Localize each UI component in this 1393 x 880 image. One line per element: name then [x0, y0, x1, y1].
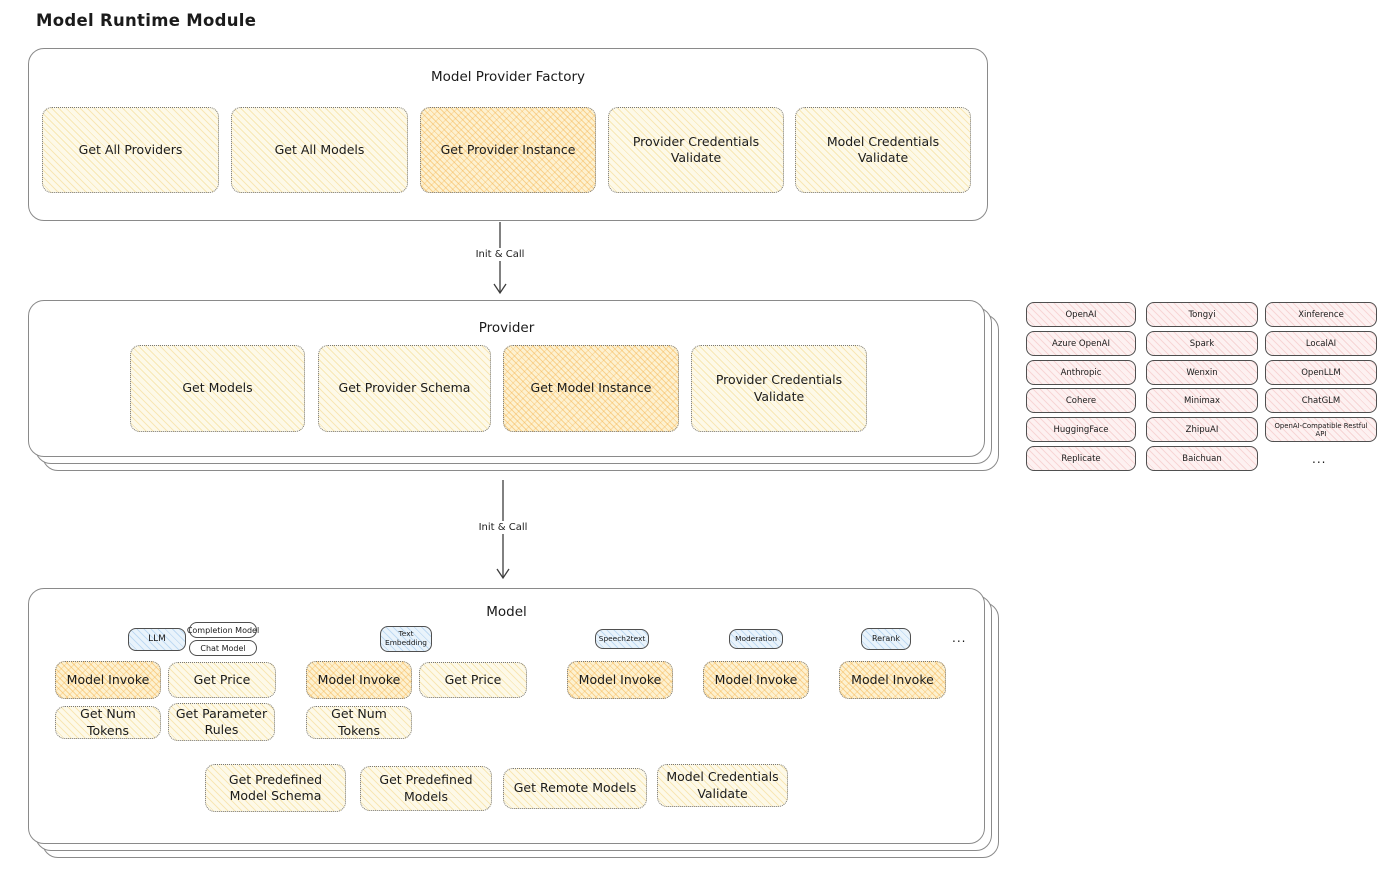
- provider-box-get-model-instance: Get Model Instance: [503, 345, 679, 432]
- arrow-provider-to-model: Init & Call: [474, 480, 532, 580]
- factory-box-get-provider-instance: Get Provider Instance: [420, 107, 596, 193]
- provider-chip-anthropic: Anthropic: [1026, 360, 1136, 385]
- provider-chip-openai-compatible: OpenAI-Compatible Restful API: [1265, 417, 1377, 442]
- factory-box-provider-credentials-validate: Provider Credentials Validate: [608, 107, 784, 193]
- provider-chip-localai: LocalAI: [1265, 331, 1377, 356]
- provider-chip-openai: OpenAI: [1026, 302, 1136, 327]
- factory-box-model-credentials-validate: Model Credentials Validate: [795, 107, 971, 193]
- provider-box-provider-credentials-validate: Provider Credentials Validate: [691, 345, 867, 432]
- arrow-factory-to-provider: Init & Call: [471, 222, 529, 295]
- tab-completion-model: Completion Model: [187, 622, 259, 638]
- model-tabs-more-ellipsis: ...: [952, 631, 967, 645]
- tab-speech2text: Speech2text: [595, 629, 649, 649]
- provider-chip-cohere: Cohere: [1026, 388, 1136, 413]
- provider-title: Provider: [478, 320, 535, 336]
- provider-chip-spark: Spark: [1146, 331, 1258, 356]
- tab-rerank: Rerank: [861, 628, 911, 650]
- arrow1-label: Init & Call: [471, 248, 529, 261]
- provider-chip-huggingface: HuggingFace: [1026, 417, 1136, 442]
- providers-more-ellipsis: ...: [1312, 452, 1327, 466]
- llm-get-num-tokens-box: Get Num Tokens: [55, 706, 161, 739]
- tab-chat-model: Chat Model: [189, 640, 257, 656]
- model-box-model-credentials-validate: Model Credentials Validate: [657, 764, 788, 807]
- tab-text-embedding: Text Embedding: [380, 626, 432, 652]
- provider-chip-chatglm: ChatGLM: [1265, 388, 1377, 413]
- factory-box-get-all-models: Get All Models: [231, 107, 408, 193]
- llm-get-parameter-rules-box: Get Parameter Rules: [168, 703, 275, 741]
- provider-chip-openllm: OpenLLM: [1265, 360, 1377, 385]
- provider-chip-azure-openai: Azure OpenAI: [1026, 331, 1136, 356]
- tab-moderation: Moderation: [729, 629, 783, 649]
- arrow2-label: Init & Call: [474, 521, 532, 534]
- provider-chip-baichuan: Baichuan: [1146, 446, 1258, 471]
- moderation-model-invoke-box: Model Invoke: [703, 661, 809, 699]
- provider-chip-replicate: Replicate: [1026, 446, 1136, 471]
- rerank-model-invoke-box: Model Invoke: [839, 661, 946, 699]
- model-box-get-predefined-models: Get Predefined Models: [360, 766, 492, 811]
- llm-get-price-box: Get Price: [168, 662, 276, 698]
- factory-box-get-all-providers: Get All Providers: [42, 107, 219, 193]
- provider-chip-tongyi: Tongyi: [1146, 302, 1258, 327]
- factory-title: Model Provider Factory: [430, 69, 585, 85]
- llm-model-invoke-box: Model Invoke: [55, 661, 161, 699]
- model-title: Model: [486, 604, 527, 620]
- model-box-get-predefined-model-schema: Get Predefined Model Schema: [205, 764, 346, 812]
- provider-chip-minimax: Minimax: [1146, 388, 1258, 413]
- embedding-get-num-tokens-box: Get Num Tokens: [306, 706, 412, 739]
- provider-chip-xinference: Xinference: [1265, 302, 1377, 327]
- page-title: Model Runtime Module: [36, 11, 257, 30]
- speech2text-model-invoke-box: Model Invoke: [567, 661, 673, 699]
- provider-chip-wenxin: Wenxin: [1146, 360, 1258, 385]
- provider-box-get-provider-schema: Get Provider Schema: [318, 345, 491, 432]
- model-box-get-remote-models: Get Remote Models: [503, 768, 647, 809]
- embedding-model-invoke-box: Model Invoke: [306, 661, 412, 699]
- provider-chip-zhipuai: ZhipuAI: [1146, 417, 1258, 442]
- provider-box-get-models: Get Models: [130, 345, 305, 432]
- embedding-get-price-box: Get Price: [419, 662, 527, 698]
- tab-llm: LLM: [128, 628, 186, 651]
